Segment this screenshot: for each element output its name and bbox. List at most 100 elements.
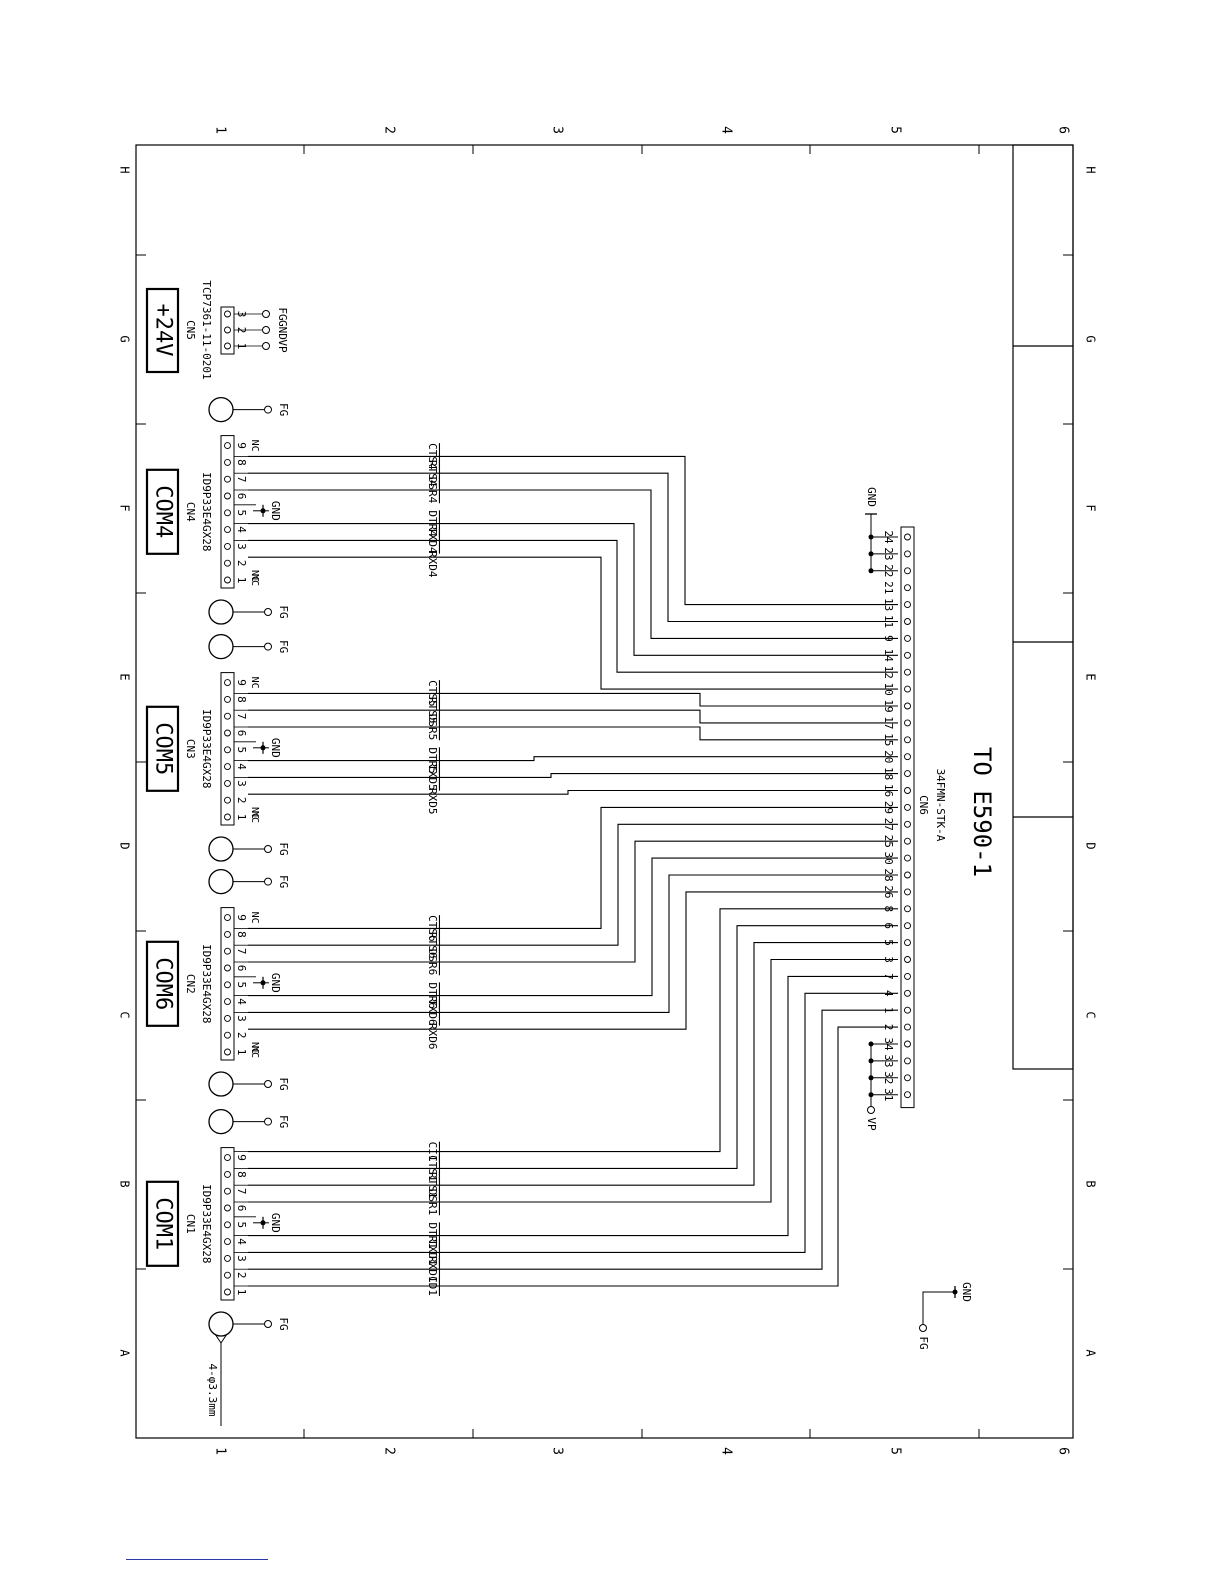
pin-number: 5 <box>235 509 248 516</box>
gnd-label: GND <box>269 1213 282 1233</box>
pin-icon <box>904 634 911 642</box>
nc-label: NC <box>249 807 260 819</box>
nc-label: NC <box>249 440 260 452</box>
connector-part: ID9P33E4GX28 <box>200 472 213 551</box>
signal-label: DTR6 <box>426 982 439 1009</box>
pin-icon <box>224 1254 231 1262</box>
signal-label: RTS4 <box>426 460 439 487</box>
pin-icon <box>224 679 231 687</box>
grid-number-bottom: 4 <box>719 1447 734 1455</box>
signal-label: DSR4 <box>426 477 439 504</box>
fg-label: FG <box>277 640 290 653</box>
grid-letter-left: D <box>118 842 132 849</box>
cn6-pin-number: 2 <box>882 1024 895 1031</box>
pin-icon <box>224 914 231 922</box>
fg-gnd-gnd-label: GND <box>960 1282 973 1302</box>
signal-label: CTS4 <box>426 443 439 470</box>
pin-icon <box>224 1154 231 1162</box>
connector-title-box <box>145 940 180 1027</box>
fg-gnd-fg-label: FG <box>917 1336 930 1349</box>
connector-ref: CN4 <box>184 502 197 522</box>
pin-number: 9 <box>235 679 248 686</box>
pin-number: 8 <box>235 931 248 938</box>
terminal-icon <box>867 1106 875 1114</box>
terminal-icon <box>919 1324 927 1332</box>
grid-letter-right: F <box>1084 504 1098 511</box>
power-pin-label: GND <box>276 320 289 340</box>
grid-number-top: 6 <box>1056 126 1071 134</box>
pin-icon <box>224 509 231 517</box>
connector-title-box <box>145 705 180 792</box>
junction-dot-icon <box>868 551 874 557</box>
wire-txd4 <box>248 539 898 673</box>
grid-letter-left: B <box>118 1180 132 1187</box>
mounting-hole-icon <box>208 836 234 862</box>
pin-icon <box>904 753 911 761</box>
pin-number: 7 <box>235 948 248 955</box>
pin-icon <box>904 736 911 744</box>
pin-icon <box>224 1221 231 1229</box>
cn6-pin-number: 25 <box>882 835 895 848</box>
connector-title: COM4 <box>151 485 176 538</box>
pin-number: 8 <box>235 1171 248 1178</box>
junction-dot-icon <box>260 1220 266 1226</box>
fg-label: FG <box>277 842 290 855</box>
pin-icon <box>904 787 911 794</box>
cn6-pin-number: 5 <box>882 939 895 946</box>
pin-icon <box>224 1014 231 1022</box>
pin-number: 2 <box>235 797 248 804</box>
pin-icon <box>224 1187 231 1195</box>
mounting-hole-icon <box>208 633 234 660</box>
pin-number: 1 <box>235 1289 248 1296</box>
cn6-pin-number: 29 <box>882 801 895 814</box>
pin-icon <box>904 1091 911 1099</box>
cn6-pin-number: 16 <box>882 784 895 797</box>
grid-letter-left: C <box>118 1011 132 1018</box>
pin-icon <box>224 576 231 584</box>
pin-number: 3 <box>235 780 248 787</box>
pin-icon <box>224 1170 231 1178</box>
pin-number: 1 <box>235 577 248 584</box>
signal-label: CTS5 <box>426 680 439 707</box>
pin-number: 5 <box>235 746 248 753</box>
cn6-pin-number: 27 <box>882 818 895 831</box>
signal-label: DTR4 <box>426 510 439 537</box>
signal-label: DSR5 <box>426 714 439 741</box>
pin-icon <box>224 326 231 334</box>
pin-icon <box>904 1040 911 1048</box>
nc-label: NC <box>249 1046 260 1058</box>
signal-label: CTS6 <box>426 915 439 942</box>
wire-txd1 <box>248 992 898 1253</box>
signal-label: DTR1 <box>426 1222 439 1249</box>
grid-number-top: 3 <box>550 126 565 134</box>
connector-part: ID9P33E4GX28 <box>200 1184 213 1263</box>
pin-icon <box>224 542 231 550</box>
terminal-icon <box>264 405 272 414</box>
connector-title-box <box>145 1180 180 1267</box>
connector-part: ID9P33E4GX28 <box>200 709 213 788</box>
cn6-pin-number: 17 <box>882 716 895 729</box>
wire-cts4 <box>248 455 898 606</box>
wire-ci1 <box>248 908 898 1153</box>
junction-dot-icon <box>868 1075 874 1081</box>
connector-title: COM1 <box>151 1197 176 1250</box>
pin-icon <box>224 981 231 989</box>
terminal-icon <box>262 310 270 318</box>
signal-label: TXD4 <box>426 527 439 554</box>
mounting-hole-icon <box>208 396 234 423</box>
junction-dot-icon <box>260 508 266 514</box>
pin-number: 2 <box>235 1032 248 1039</box>
pin-icon <box>224 947 231 955</box>
wire-dsr6 <box>248 840 898 963</box>
grid-letter-left: F <box>118 504 132 511</box>
wire-dtr6 <box>248 857 898 997</box>
connector-ref: CN1 <box>184 1214 197 1234</box>
pin-icon <box>904 871 911 879</box>
grid-number-bottom: 2 <box>382 1447 397 1455</box>
cn6-pin-number: 1 <box>882 1007 895 1014</box>
pin-number: 2 <box>235 1272 248 1279</box>
grid-letter-left: H <box>118 166 132 173</box>
cn6-pin-number: 11 <box>882 615 895 628</box>
pin-icon <box>224 779 231 787</box>
